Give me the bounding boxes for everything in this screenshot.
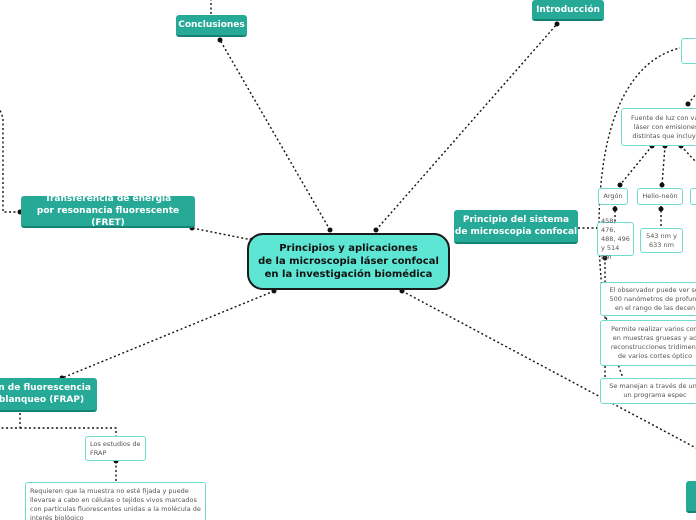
link-fuente: [687, 93, 696, 105]
link-conclusiones: [219, 39, 331, 231]
link-argon: [619, 145, 653, 186]
detail-top-right-partial[interactable]: [681, 38, 696, 64]
detail-argon[interactable]: Argón: [598, 188, 628, 205]
link-frap-bracket: [0, 413, 117, 436]
detail-helio-neon[interactable]: Helio-neón: [637, 188, 683, 205]
detail-argon-label: Argón: [603, 192, 623, 200]
topic-principio-sistema[interactable]: Principio del sistema de microscopia con…: [454, 210, 578, 244]
link-fret: [191, 227, 253, 241]
topic-frap-label: ón de fluorescencia blanqueo (FRAP): [0, 383, 91, 405]
detail-cortes-text: Permite realizar varios cort en muestras…: [610, 325, 696, 360]
topic-frap[interactable]: ón de fluorescencia blanqueo (FRAP): [0, 378, 97, 412]
detail-estudios-frap[interactable]: Los estudios de FRAP: [85, 436, 146, 461]
link-brace: [578, 47, 681, 404]
topic-fret[interactable]: Transferencia de energía por resonancia …: [21, 194, 195, 228]
detail-observador-text: El observador puede ver sol 500 nanómetr…: [609, 285, 696, 312]
topic-conclusiones[interactable]: Conclusiones: [176, 15, 247, 37]
detail-estudios-frap-text: Los estudios de FRAP: [90, 439, 141, 457]
detail-requieren-text: Requieren que la muestra no esté fijada …: [30, 487, 201, 520]
topic-conclusiones-label: Conclusiones: [178, 20, 245, 30]
detail-cortes[interactable]: Permite realizar varios cort en muestras…: [600, 320, 696, 366]
link-frap: [61, 290, 275, 379]
detail-requieren[interactable]: Requieren que la muestra no esté fijada …: [25, 482, 206, 520]
link-introduccion: [375, 23, 558, 231]
central-topic-title: Principios y aplicaciones de la microsco…: [258, 243, 439, 280]
detail-fuente-luz[interactable]: Fuente de luz con var láser con emisione…: [621, 108, 696, 146]
link-fuente-right: [680, 145, 696, 163]
link-helio: [661, 145, 666, 186]
detail-helio-neon-label: Helio-neón: [642, 192, 678, 200]
detail-helio-values[interactable]: 543 nm y 633 nm: [640, 228, 683, 253]
topic-introduccion[interactable]: Introducción: [532, 0, 604, 21]
topic-introduccion-label: Introducción: [536, 4, 600, 15]
link-lower-right: [401, 290, 696, 449]
detail-helio-values-text: 543 nm y 633 nm: [646, 231, 677, 249]
topic-fret-label: Transferencia de energía por resonancia …: [36, 194, 180, 228]
detail-argon-values[interactable]: 458, 476, 488, 496 y 514 nm: [597, 217, 634, 261]
link-fret-left: [0, 109, 20, 213]
topic-partial-lower-right[interactable]: [686, 481, 696, 513]
detail-right-partial[interactable]: [690, 188, 696, 205]
central-topic[interactable]: Principios y aplicaciones de la microsco…: [247, 233, 450, 290]
detail-argon-values-text: 458, 476, 488, 496 y 514 nm: [601, 216, 630, 261]
detail-programa[interactable]: Se manejan a través de una un programa e…: [600, 378, 696, 404]
detail-fuente-luz-text: Fuente de luz con var láser con emisione…: [630, 113, 696, 140]
detail-programa-text: Se manejan a través de una un programa e…: [609, 382, 696, 399]
topic-principio-label: Principio del sistema de microscopia con…: [454, 215, 578, 237]
detail-observador[interactable]: El observador puede ver sol 500 nanómetr…: [600, 282, 696, 316]
